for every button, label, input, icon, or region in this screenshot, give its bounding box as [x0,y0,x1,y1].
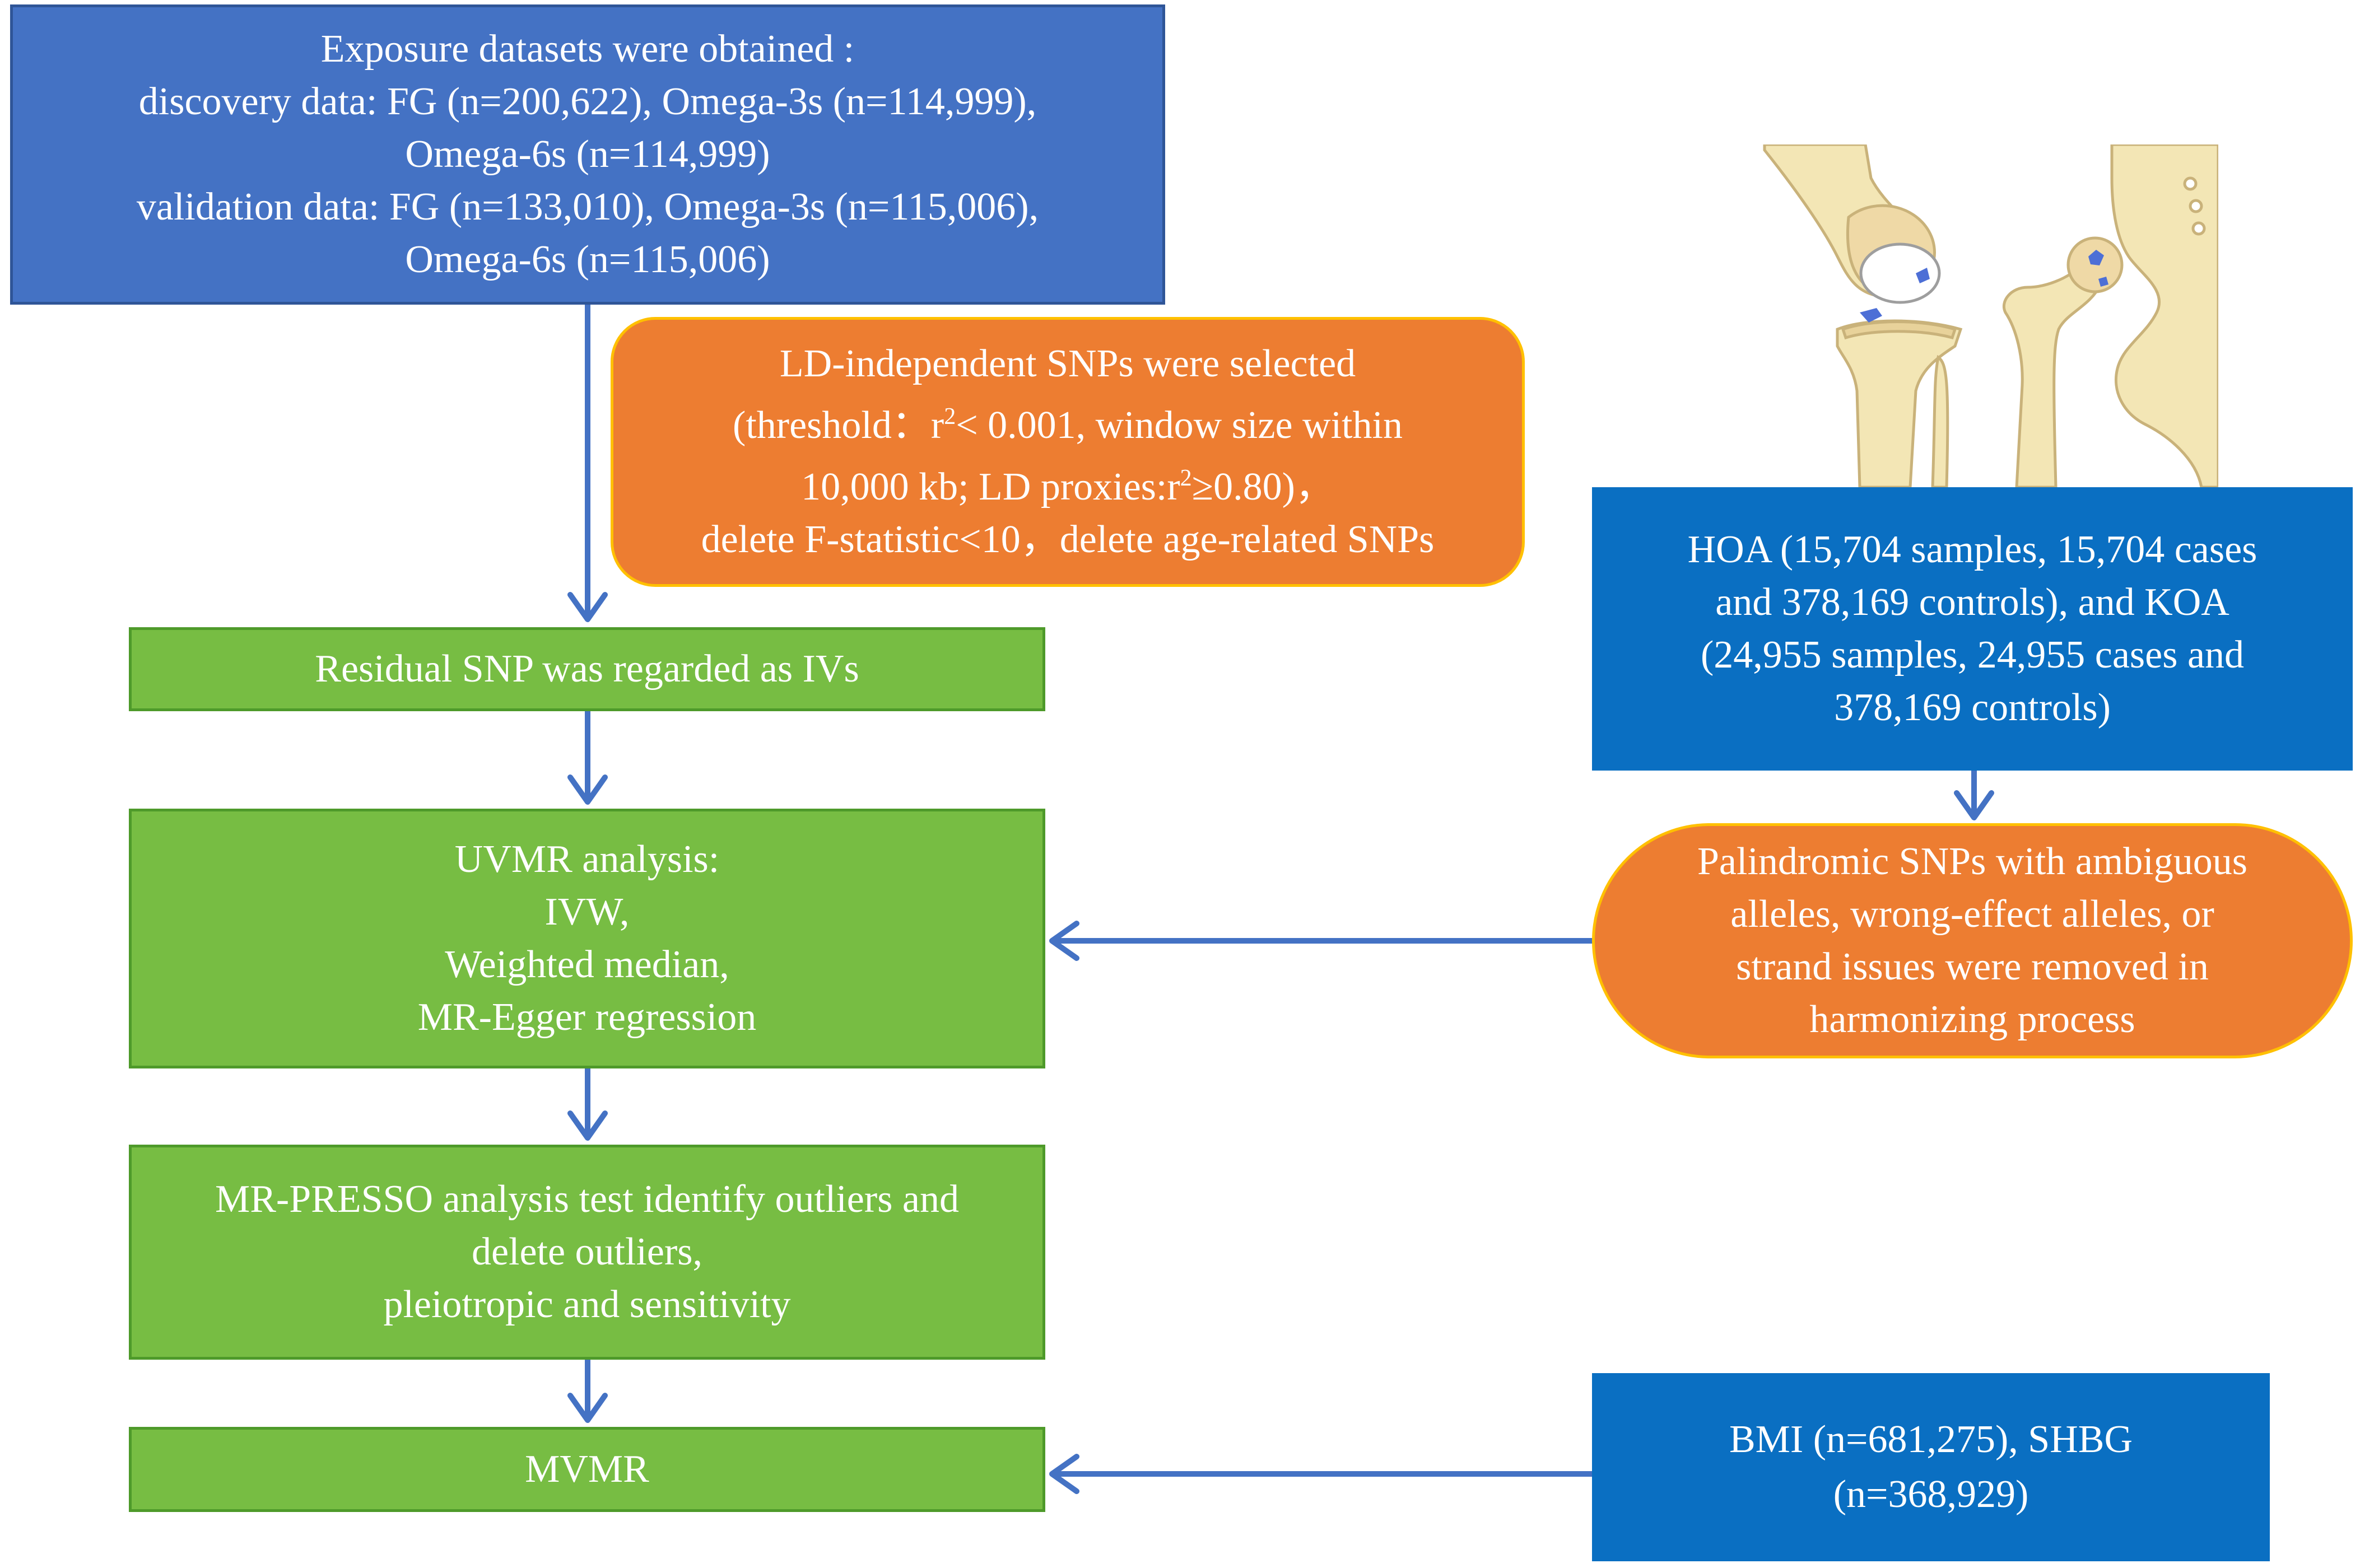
ld-proxies-text: ≥0.80)， [1191,465,1334,509]
ld-line: LD-independent SNPs were selected [779,342,1356,385]
ld-proxies-text: 10,000 kb; LD proxies:r [801,465,1180,509]
presso-line: pleiotropic and sensitivity [383,1283,791,1326]
mvmr-box: MVMR [129,1427,1045,1512]
arrowhead-ivs [567,592,608,622]
harmonizing-line: alleles, wrong-effect alleles, or [1730,893,2214,936]
exposure-line: Exposure datasets were obtained : [320,27,855,71]
exposure-line: Omega-6s (n=115,006) [405,238,770,281]
superscript: 2 [1180,465,1192,491]
ld-selection-box: LD-independent SNPs were selected (thres… [611,317,1525,587]
uvmr-line: IVW, [544,890,630,934]
exposure-line: Omega-6s (n=114,999) [405,133,770,176]
arrowhead-uvmr [567,774,608,805]
exposure-line: discovery data: FG (n=200,622), Omega-3s… [138,80,1037,123]
covariates-line: BMI (n=681,275), SHBG [1729,1418,2133,1461]
mr-presso-box: MR-PRESSO analysis test identify outlier… [129,1145,1045,1360]
superscript: 2 [944,403,956,430]
mvmr-label: MVMR [525,1448,649,1491]
ivs-label: Residual SNP was regarded as IVs [315,647,859,690]
ld-line: delete F-statistic<10，delete age-related… [701,518,1435,562]
ld-threshold-text: (threshold：r [733,404,944,447]
uvmr-line: UVMR analysis: [454,838,720,881]
outcome-line: (24,955 samples, 24,955 cases and [1700,633,2245,676]
presso-line: MR-PRESSO analysis test identify outlier… [215,1178,960,1221]
ld-line: 10,000 kb; LD proxies:r2≥0.80)， [801,452,1334,514]
harmonizing-line: harmonizing process [1809,998,2135,1041]
arrowhead-harmonizing [1954,790,1994,820]
ld-threshold-text: < 0.001, window size within [956,404,1403,447]
outcome-line: and 378,169 controls), and KOA [1715,581,2229,624]
exposure-line: validation data: FG (n=133,010), Omega-3… [136,185,1039,228]
harmonizing-box: Palindromic SNPs with ambiguous alleles,… [1592,823,2353,1058]
covariates-line: (n=368,929) [1833,1473,2029,1516]
exposure-datasets-box: Exposure datasets were obtained : discov… [10,4,1165,305]
arrowhead-mvmr [567,1393,608,1423]
uvmr-line: Weighted median, [445,943,729,986]
ld-line: (threshold：r2< 0.001, window size within [733,390,1403,452]
harmonizing-line: strand issues were removed in [1736,945,2209,988]
outcome-line: 378,169 controls) [1834,686,2111,729]
arrowhead-uvmr-left [1049,921,1079,961]
arrowhead-presso [567,1110,608,1141]
outcome-datasets-box: HOA (15,704 samples, 15,704 cases and 37… [1592,487,2353,771]
harmonizing-line: Palindromic SNPs with ambiguous [1697,840,2247,883]
knee-and-hip-joint-icon [1763,144,2218,487]
uvmr-analysis-box: UVMR analysis: IVW, Weighted median, MR-… [129,809,1045,1068]
outcome-line: HOA (15,704 samples, 15,704 cases [1687,528,2257,571]
presso-line: delete outliers, [471,1230,703,1273]
uvmr-line: MR-Egger regression [417,996,757,1039]
arrowhead-mvmr-left [1049,1454,1079,1494]
covariates-box: BMI (n=681,275), SHBG (n=368,929) [1592,1373,2270,1561]
instrumental-variables-box: Residual SNP was regarded as IVs [129,627,1045,711]
